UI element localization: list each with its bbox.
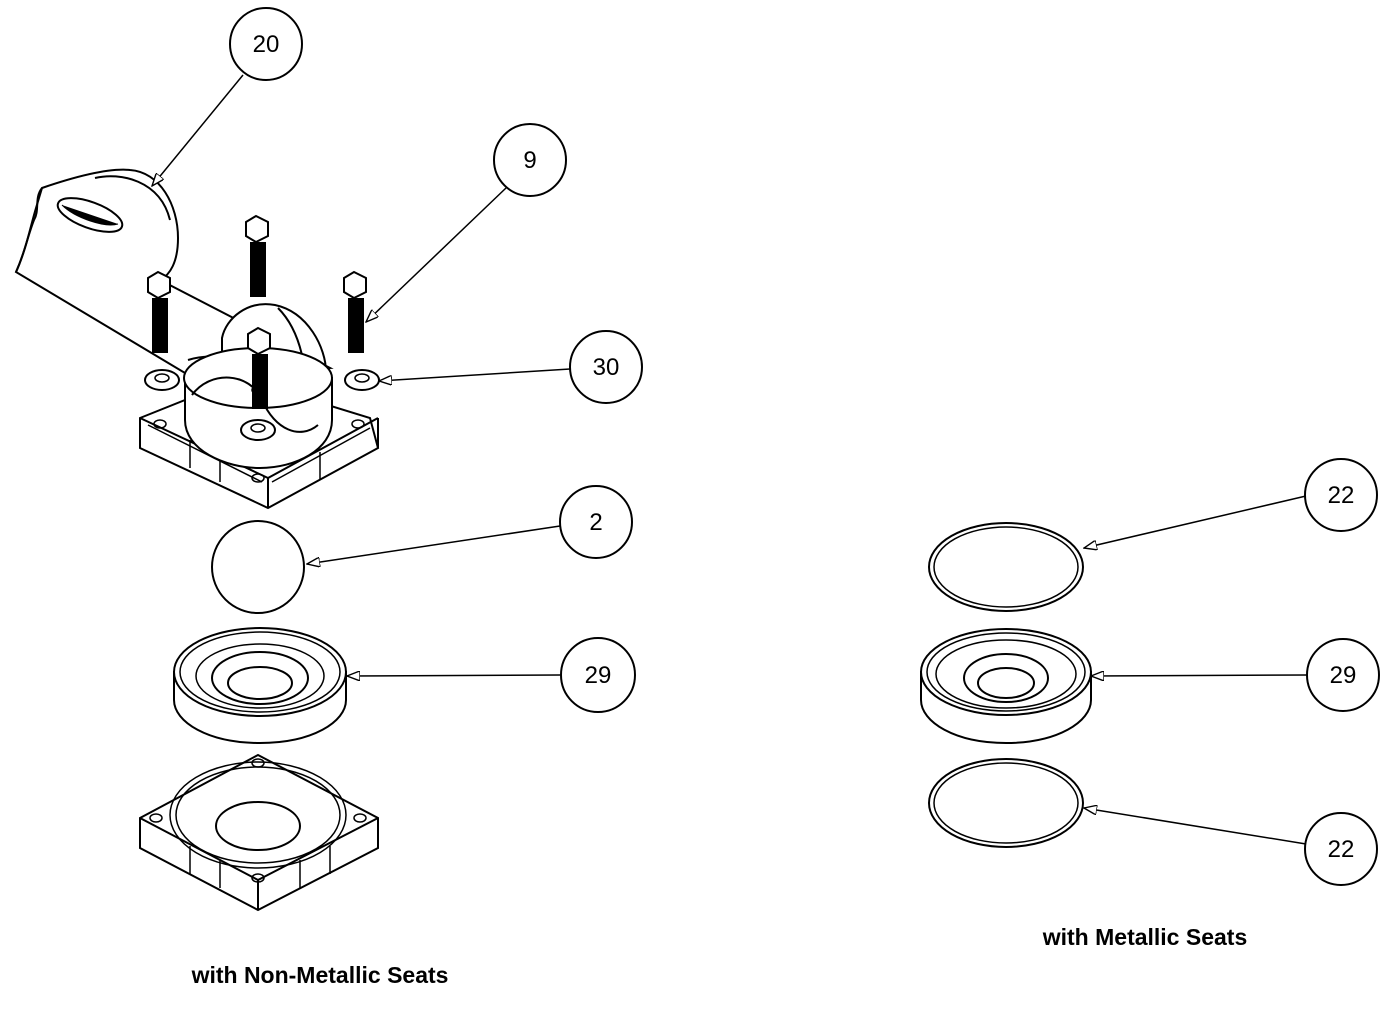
caption-non-metallic-seats: with Non-Metallic Seats xyxy=(191,962,449,988)
svg-text:29: 29 xyxy=(585,662,612,689)
callout-22-upper: 22 xyxy=(1304,458,1378,532)
ball-part xyxy=(211,520,305,614)
svg-text:9: 9 xyxy=(523,147,536,174)
caption-metallic-seats: with Metallic Seats xyxy=(1042,924,1248,950)
leader-20 xyxy=(152,74,244,186)
svg-text:29: 29 xyxy=(1330,662,1357,689)
washer-part xyxy=(240,419,276,441)
leader-22-lower xyxy=(1084,808,1307,845)
callout-20: 20 xyxy=(229,7,303,81)
leader-lines xyxy=(152,74,1309,845)
callout-29-right: 29 xyxy=(1306,638,1380,712)
leader-2 xyxy=(307,525,561,564)
callout-30: 30 xyxy=(569,330,643,404)
svg-text:22: 22 xyxy=(1328,836,1355,863)
callout-9: 9 xyxy=(493,123,567,197)
washer-part xyxy=(144,369,180,391)
lower-manifold-flange-part xyxy=(139,753,379,912)
metallic-seat-part xyxy=(920,628,1092,745)
leader-30 xyxy=(379,368,571,381)
svg-text:2: 2 xyxy=(589,509,602,536)
o-ring-lower-part xyxy=(928,758,1084,848)
bolt-part xyxy=(147,270,171,353)
svg-text:22: 22 xyxy=(1328,482,1355,509)
non-metallic-seat-part xyxy=(173,627,347,745)
leader-29-left xyxy=(347,675,561,676)
leader-22-upper xyxy=(1084,495,1307,548)
callout-22-lower: 22 xyxy=(1304,812,1378,886)
svg-text:20: 20 xyxy=(253,31,280,58)
bolt-part xyxy=(343,270,367,353)
washer-part xyxy=(344,369,380,391)
callout-2: 2 xyxy=(559,485,633,559)
callout-29-left: 29 xyxy=(560,637,636,713)
bolt-part xyxy=(247,326,271,409)
bolt-part xyxy=(245,214,269,297)
o-ring-upper-part xyxy=(928,522,1084,612)
leader-9 xyxy=(366,187,507,322)
leader-29-right xyxy=(1091,675,1309,676)
svg-text:30: 30 xyxy=(593,354,620,381)
